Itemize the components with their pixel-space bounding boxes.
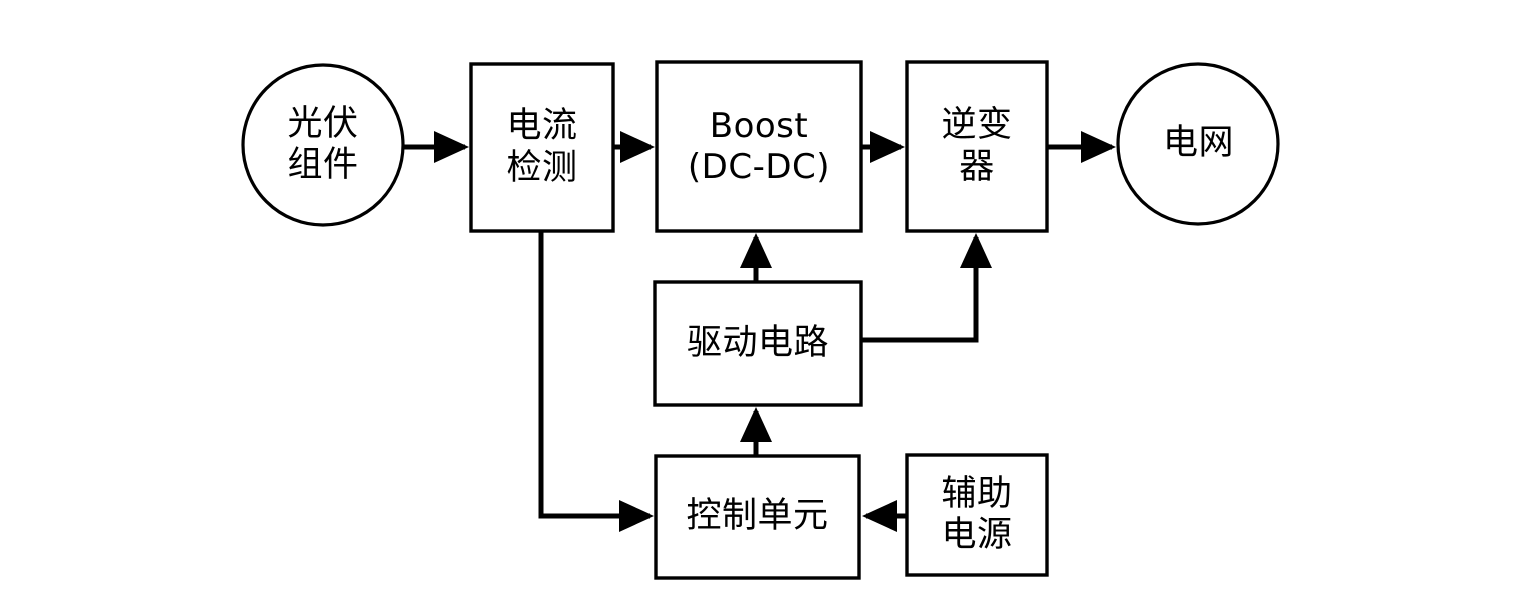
node-control-unit-shape[interactable] [654, 454, 861, 580]
node-auxiliary-power-shape[interactable] [905, 453, 1049, 577]
node-drive-circuit-shape[interactable] [653, 280, 863, 407]
node-current-detection-shape[interactable] [469, 62, 615, 233]
node-power-grid-shape[interactable] [1116, 62, 1280, 226]
connector-drive-to-inverter [861, 232, 992, 343]
node-inverter-shape[interactable] [905, 60, 1049, 233]
node-pv-module-shape[interactable] [241, 63, 405, 227]
connector-current-to-control [538, 231, 655, 532]
node-boost-dcdc-shape[interactable] [655, 60, 863, 233]
